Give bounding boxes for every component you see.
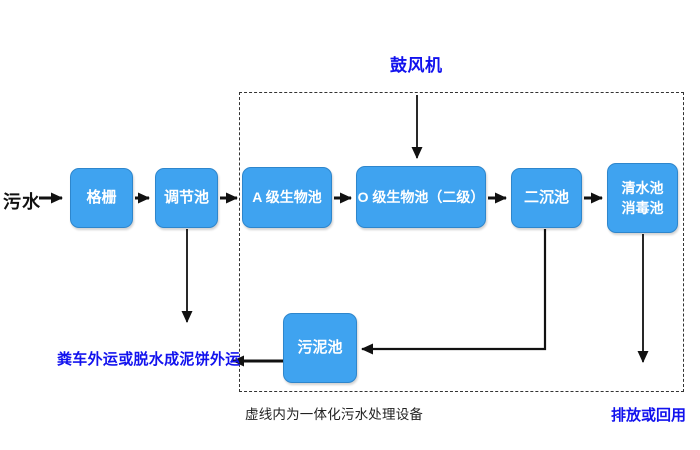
- process-box-a-level-bio-tank: A 级生物池: [242, 167, 332, 228]
- process-box-grating: 格栅: [70, 168, 133, 228]
- process-box-o-level-bio-tank: O 级生物池（二级）: [356, 166, 486, 228]
- process-box-sludge-tank-label: 污泥池: [297, 339, 343, 357]
- clear-water-tank-label-line2: 消毒池: [621, 200, 664, 216]
- process-box-clear-water-disinfection-tank: 清水池 消毒池: [607, 163, 678, 233]
- process-box-sludge-tank: 污泥池: [283, 313, 357, 383]
- process-box-regulating-tank: 调节池: [155, 168, 218, 228]
- dashed-boundary-caption: 虚线内为一体化污水处理设备: [245, 407, 424, 422]
- clear-water-tank-label-line1: 清水池: [621, 179, 664, 196]
- arrow-secondary-sed-to-sludge: [361, 229, 547, 355]
- integrated-equipment-dashed-boundary: [239, 92, 684, 392]
- discharge-or-reuse-label: 排放或回用: [611, 407, 687, 424]
- process-box-a-level-bio-tank-label: A 级生物池: [252, 189, 322, 206]
- process-box-grating-label: 格栅: [86, 189, 117, 207]
- sludge-disposal-label: 粪车外运或脱水成泥饼外运: [57, 351, 241, 368]
- process-box-o-level-bio-tank-label: O 级生物池（二级）: [357, 188, 485, 205]
- process-box-secondary-sedimentation-tank-label: 二沉池: [523, 189, 569, 207]
- process-box-secondary-sedimentation-tank: 二沉池: [511, 168, 582, 228]
- inflow-label: 污水: [3, 192, 41, 212]
- blower-label: 鼓风机: [390, 56, 443, 75]
- process-box-regulating-tank-label: 调节池: [163, 189, 209, 207]
